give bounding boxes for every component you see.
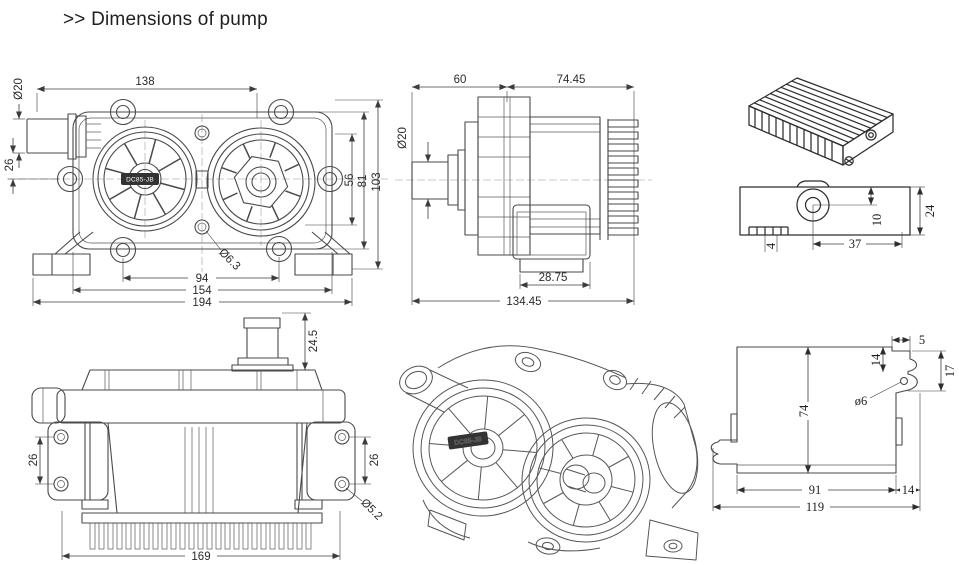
iso-model-band [447,431,489,450]
dim-controller-tab-offset: 4 [764,242,778,249]
dim-front-port-to-center: 26 [4,159,16,172]
front-model-label: DC85-JB [126,177,154,184]
dim-side-pump-length: 60 [454,74,467,86]
dim-top-base-width: 169 [191,551,210,563]
controller-box [748,77,894,166]
dim-profile-flange-height: 17 [943,365,957,378]
controller-screw [844,156,854,166]
dim-front-height-overall: 103 [371,172,383,191]
dim-front-height-mid: 81 [357,175,369,188]
dim-side-overall-length: 134.45 [506,296,541,308]
dim-front-width-top: 138 [135,76,154,88]
pump-iso-body: DC85-JB [399,345,699,561]
side-dimensions: 60 74.45 Ø20 28.75 134.45 [397,74,635,308]
dim-controller-hole-offset-side: 37 [849,237,862,251]
top-fins [89,522,312,550]
side-body [411,96,639,273]
dim-front-bolt-span: 94 [196,273,209,285]
controller-dimensions: 24 10 37 4 [764,186,937,252]
dim-side-port-diameter: Ø20 [397,127,409,149]
dim-front-overall-width: 194 [192,297,212,309]
profile-dimensions: 5 14 17 ø6 74 91 14 119 [712,333,957,514]
front-model-band [121,173,159,185]
front-body: DC85-JB [26,98,353,276]
controller-plan-drawing: 24 10 37 4 [739,180,937,252]
dim-profile-base-inner: 91 [809,483,822,497]
dim-profile-body-height: 74 [797,404,811,417]
dim-front-height-inner: 56 [344,174,356,187]
top-body [31,317,356,550]
dim-profile-tab-width: 5 [919,333,925,347]
top-view-drawing: 24.5 26 26 Ø5.2 169 [28,312,384,563]
iso-model-label: DC85-JB [454,436,482,447]
dim-top-hole-span-left: 26 [28,454,40,467]
page-title: >> Dimensions of pump [63,9,268,30]
side-view-drawing: 60 74.45 Ø20 28.75 134.45 [395,74,652,308]
dim-profile-flange-width: 14 [869,353,883,366]
dim-front-body-width: 154 [192,285,212,297]
pump-iso-drawing: DC85-JB [399,345,699,561]
dim-front-mount-hole: Ø6.3 [216,247,242,273]
dim-controller-height: 24 [923,204,937,217]
dim-side-motor-length: 74.45 [557,74,586,86]
profile-body [710,346,918,474]
controller-outline [739,180,911,236]
dim-profile-mount-hole: ø6 [855,394,868,408]
dim-profile-base-overall: 119 [806,500,824,514]
front-right-spokes [221,142,301,222]
controller-iso-drawing [748,77,894,166]
dim-front-port-diameter: Ø20 [13,78,25,100]
dim-profile-base-step: 14 [902,483,915,497]
side-motor-ribs [607,119,639,236]
front-centerlines [7,114,388,284]
dim-controller-hole-offset-top: 10 [870,214,884,227]
dim-top-port-height: 24.5 [308,330,320,352]
front-left-spokes [105,139,185,219]
dim-side-box-width: 28.75 [539,272,568,284]
dim-top-hole-span-right: 26 [369,454,381,467]
front-view-drawing: DC85-JB Ø20 [4,76,388,309]
controller-connector-port [865,129,877,141]
profile-view-drawing: 5 14 17 ø6 74 91 14 119 [710,333,957,514]
